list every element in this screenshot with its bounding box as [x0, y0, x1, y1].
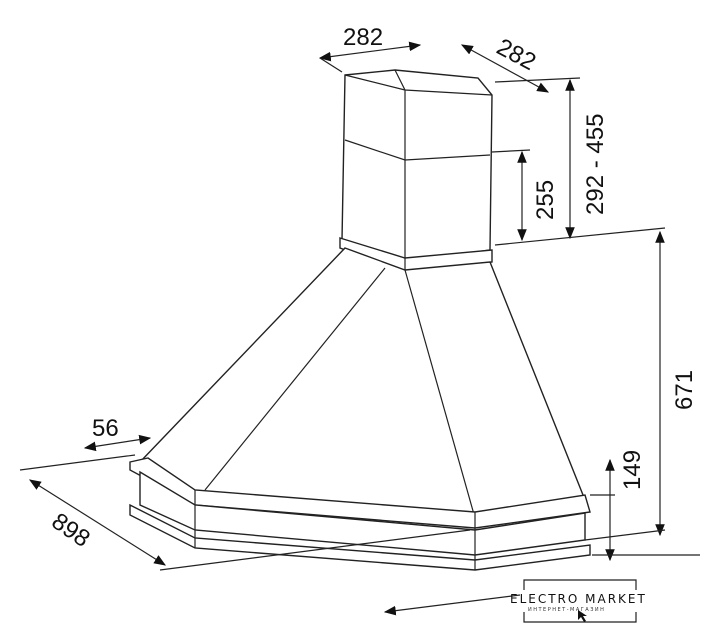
dim-chimney-height-range: 292 - 455	[582, 114, 609, 215]
logo-title: ELECTRO MARKET	[510, 592, 647, 606]
dim-base-lip: 56	[92, 415, 119, 442]
dim-side-length: 898	[47, 508, 95, 553]
dim-base-height: 149	[619, 450, 646, 490]
dim-chimney-lower: 255	[532, 180, 559, 220]
cursor-icon	[578, 610, 587, 622]
chimney	[341, 69, 493, 263]
dim-hood-height: 671	[671, 370, 698, 410]
electro-market-logo: ELECTRO MARKET ИНТЕРНЕТ-МАГАЗИН	[510, 579, 647, 623]
canopy	[138, 247, 586, 521]
dim-chimney-width: 282	[343, 24, 383, 51]
dimension-lines	[19, 41, 700, 616]
dim-chimney-depth: 282	[492, 33, 540, 76]
logo-subtitle: ИНТЕРНЕТ-МАГАЗИН	[528, 607, 605, 613]
